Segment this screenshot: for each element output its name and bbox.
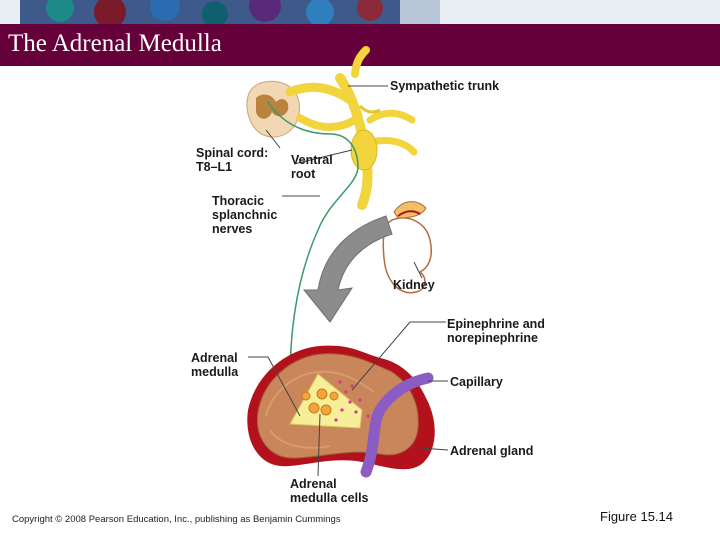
label-medulla-cells-2: medulla cells [290,491,369,505]
label-kidney: Kidney [393,278,435,292]
capillary-vessel [360,372,434,478]
label-ventral-root: Ventral [291,153,333,167]
label-medulla-cells: Adrenal [290,477,337,491]
kidney-illustration [382,201,432,294]
magnify-arrow [302,215,393,323]
label-nerves: nerves [212,222,252,236]
label-norepinephrine: norepinephrine [447,331,538,345]
title-bar: The Adrenal Medulla [0,24,720,66]
label-sympathetic-trunk: Sympathetic trunk [390,79,499,93]
label-epinephrine: Epinephrine and [447,317,545,331]
figure-number: Figure 15.14 [600,509,673,524]
copyright-notice: Copyright © 2008 Pearson Education, Inc.… [12,514,341,525]
slide-title: The Adrenal Medulla [8,30,222,57]
adrenal-gland-illustration [247,345,435,478]
label-adrenal-medulla: Adrenal [191,351,238,365]
label-splanchnic: splanchnic [212,208,277,222]
decorative-header-strip [0,0,720,24]
label-adrenal-gland: Adrenal gland [450,444,533,458]
label-spinal-cord: Spinal cord: [196,146,268,160]
label-capillary: Capillary [450,375,503,389]
medulla-cells [301,388,339,416]
label-thoracic: Thoracic [212,194,264,208]
label-ventral-root-2: root [291,167,316,181]
label-spinal-cord-segments: T8–L1 [196,160,232,174]
label-medulla: medulla [191,365,239,379]
leader-lines [248,85,449,477]
